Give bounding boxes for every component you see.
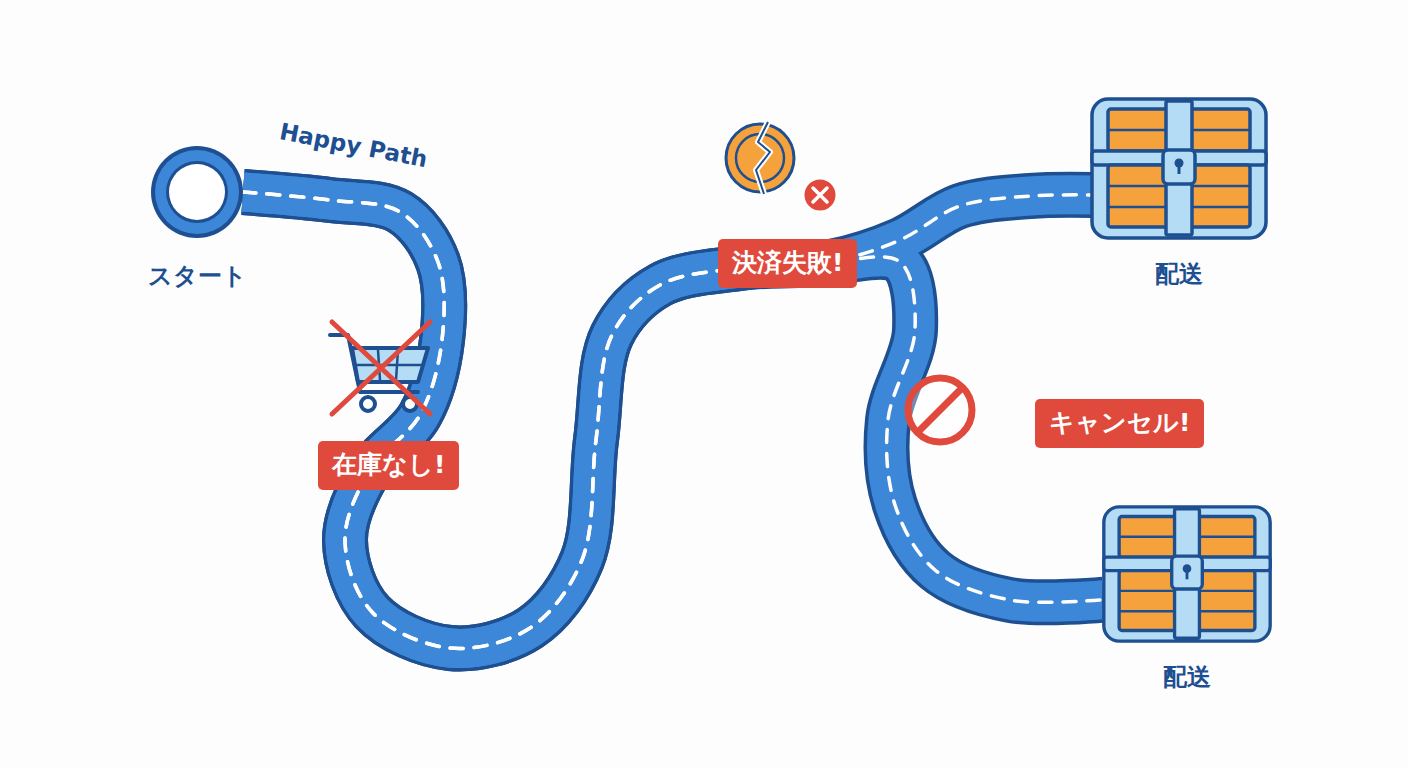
alert-tag: 在庫なし! [318,441,459,490]
road-outline [243,192,1104,648]
cart-icon [330,322,430,414]
broken-coin-icon [726,122,837,212]
delivery-chest: 配送 [1088,95,1270,289]
road-outline-group [243,192,1104,648]
start-node: スタート [117,142,277,291]
cart-wheel [361,397,375,411]
alert-text: 在庫なし! [332,450,445,480]
path-label: Happy Path [278,118,430,172]
no-entry-bar [918,388,962,432]
treasure-chest [1088,95,1270,242]
road-fill-group [243,192,1104,648]
delivery-chest: 配送 [1100,503,1274,692]
chest-frame [1092,99,1266,238]
start-ring [155,150,239,234]
start-label: スタート [117,262,277,291]
coin-crack [756,122,770,194]
delivery-label: 配送 [1100,663,1274,692]
keyhole [1186,571,1189,580]
alert-text: 決済失敗! [732,248,843,278]
no-entry-icon [908,378,972,442]
treasure-chest [1100,503,1274,645]
chest-lock [1163,150,1195,184]
no-entry-ring [908,378,972,442]
chest-lock [1172,556,1203,589]
start-ring [169,164,225,220]
delivery-label: 配送 [1088,260,1270,289]
alert-tag: 決済失敗! [718,239,857,288]
start-ring [166,161,228,223]
chest-frame [1104,507,1270,641]
road-dash [243,192,1092,648]
alert-text: キャンセル! [1049,408,1190,438]
cross-mark [332,322,430,414]
road-dash [243,192,1104,648]
start-circle [147,142,247,242]
start-ring [151,146,243,238]
keyhole [1178,165,1181,174]
error-badge [803,178,837,212]
road-dash-group [243,192,1104,648]
coin-crack-line [756,122,770,194]
error-cross [813,188,827,202]
alert-tag: キャンセル! [1035,399,1204,448]
road-fill [243,192,1104,648]
